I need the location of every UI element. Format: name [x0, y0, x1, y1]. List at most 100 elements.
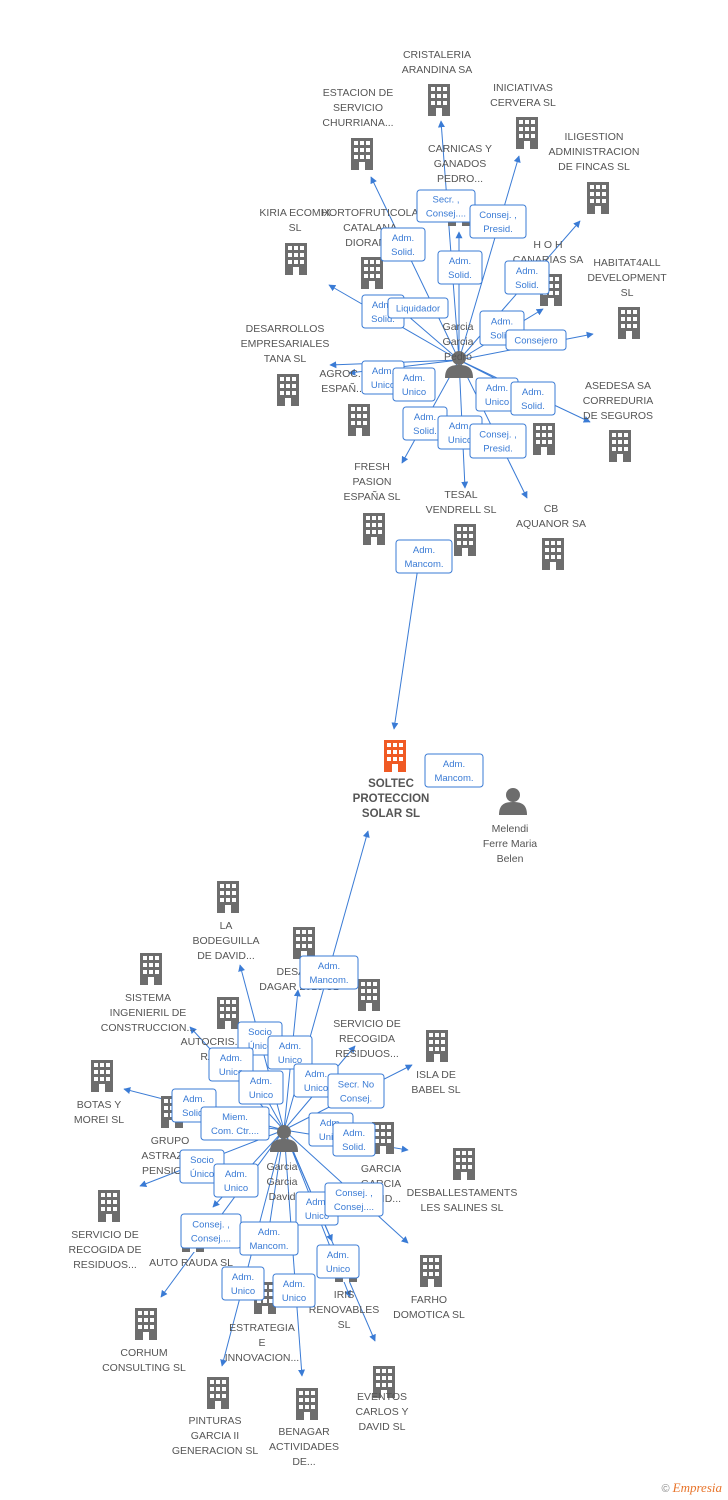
company-node-agroc[interactable]: AGROC...ESPAÑ... [319, 368, 370, 436]
badge-label: Consej. , [479, 430, 517, 441]
node-label: MOREI SL [74, 1114, 124, 1126]
node-label: ISLA DE [416, 1069, 456, 1081]
building-icon [618, 307, 640, 339]
role-badge[interactable]: Adm.Unico [293, 1063, 339, 1098]
role-badge[interactable]: Consej. ,Presid. [469, 204, 527, 239]
badge-label: Adm. [232, 1272, 254, 1283]
role-badge[interactable]: Adm.Unico [213, 1163, 259, 1198]
node-label: CHURRIANA... [322, 117, 393, 129]
role-badge[interactable]: Consejero [505, 329, 567, 351]
company-node-estrategia[interactable]: ESTRATEGIAEINNOVACION... [225, 1282, 299, 1364]
node-label: Melendi [492, 823, 529, 835]
node-label: BOTAS Y [77, 1099, 122, 1111]
badge-label: Unico [224, 1183, 248, 1194]
badge-label: Adm. [403, 373, 425, 384]
node-label: EMPRESARIALES [241, 338, 330, 350]
badge-label: Mancom. [404, 559, 443, 570]
role-badge[interactable]: Adm.Unico [238, 1070, 284, 1105]
company-node-botas[interactable]: BOTAS Y MOREI SL [74, 1060, 124, 1126]
role-badge[interactable]: Adm.Mancom. [299, 955, 359, 990]
company-node-estacion[interactable]: ESTACION DESERVICIOCHURRIANA... [322, 87, 394, 170]
badge-label: Mancom. [309, 975, 348, 986]
badge-frame [469, 423, 527, 459]
role-badge[interactable]: Adm.Mancom. [424, 753, 484, 788]
badge-label: Único [248, 1041, 272, 1052]
badge-label: Solid. [342, 1142, 366, 1153]
node-label: ASEDESA SA [585, 380, 651, 392]
company-node-benagar[interactable]: BENAGARACTIVIDADESDE... [269, 1388, 339, 1468]
building-icon [285, 243, 307, 275]
company-node-autorauda[interactable]: AUTO RAUDA SL [149, 1220, 233, 1269]
badge-frame [267, 1035, 313, 1070]
role-badge[interactable]: Miem.Com. Ctr.... [200, 1106, 270, 1141]
building-icon [454, 524, 476, 556]
role-badge[interactable]: Consej. ,Presid. [469, 423, 527, 459]
role-badge[interactable]: Adm.Solid. [510, 381, 556, 416]
company-node-servicio1[interactable]: SERVICIO DERECOGIDARESIDUOS... [333, 979, 401, 1060]
badge-label: Solid. [490, 331, 514, 342]
node-label: ADMINISTRACION [548, 146, 639, 158]
role-badge[interactable]: Adm.Mancom. [239, 1221, 299, 1256]
badge-frame [380, 227, 426, 262]
building-icon [217, 997, 239, 1029]
building-icon [217, 881, 239, 913]
company-node-carnicas[interactable]: CARNICAS YGANADOSPEDRO... [428, 143, 492, 226]
node-label: FARHO [411, 1294, 447, 1306]
node-label: PROTECCION [353, 793, 430, 805]
node-label: HORTOFRUTICOLA [321, 207, 418, 219]
role-badge[interactable]: Adm.Unico [316, 1244, 360, 1279]
role-badge[interactable]: Adm.Unico [221, 1266, 265, 1301]
node-label: ILIGESTION [565, 131, 624, 143]
node-label: E [258, 1337, 265, 1349]
role-badge[interactable]: Adm.Solid. [332, 1122, 376, 1157]
badge-frame [327, 1073, 385, 1109]
role-badge[interactable]: Adm.Unico [272, 1273, 316, 1308]
role-badge[interactable]: Adm.Mancom. [395, 539, 453, 574]
role-badge[interactable]: Adm.Unico [267, 1035, 313, 1070]
role-badge[interactable]: Consej. ,Consej.... [324, 1182, 384, 1217]
brand-logo[interactable]: Empresia [672, 1480, 722, 1495]
role-badge[interactable]: Consej. ,Consej.... [180, 1213, 242, 1249]
badge-frame [299, 955, 359, 990]
role-badge[interactable]: Adm.Solid. [402, 406, 448, 441]
role-badge[interactable]: Liquidador [387, 297, 449, 319]
node-label: CORHUM [120, 1347, 167, 1359]
role-badge[interactable]: Adm.Solid. [380, 227, 426, 262]
role-badge[interactable]: Secr. ,Consej.... [416, 189, 476, 223]
node-label: VENDRELL SL [426, 504, 497, 516]
node-label: Garcia [267, 1161, 298, 1173]
badge-label: Solid. [515, 280, 539, 291]
role-badge[interactable]: Adm.Solid. [504, 260, 550, 295]
badge-label: Adm. [305, 1069, 327, 1080]
badge-label: Adm. [279, 1041, 301, 1052]
role-badge[interactable]: Adm.Solid. [437, 250, 483, 285]
role-badge[interactable]: Adm.Unico [392, 367, 436, 402]
